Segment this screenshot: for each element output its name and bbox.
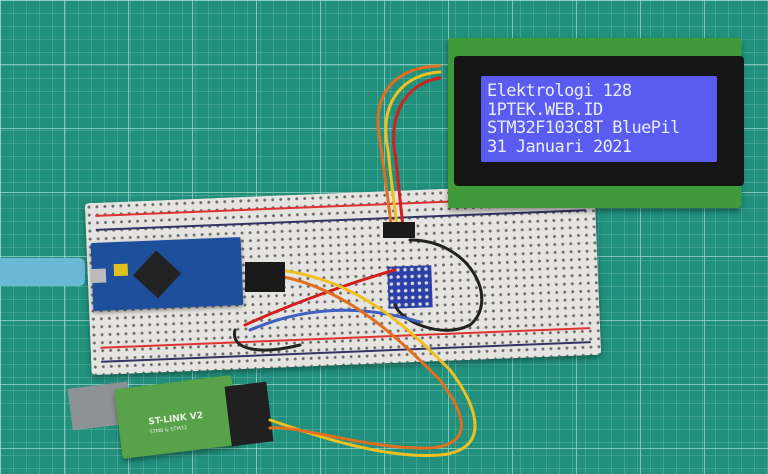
lcd-screen: Elektrologi 128 1PTEK.WEB.ID STM32F103C8…: [481, 76, 717, 162]
lcd-line-2: 1PTEK.WEB.ID: [487, 99, 603, 120]
wire-header-bluepill: [245, 262, 285, 292]
wire-yellow: [384, 70, 442, 237]
wire-blue: [248, 308, 422, 332]
wire-yellow-2: [268, 268, 477, 458]
lcd-line-1: Elektrologi 128: [487, 81, 632, 101]
lcd-line-3: STM32F103C8T BluePil: [487, 118, 680, 138]
wire-black-2: [233, 328, 302, 352]
wire-red: [392, 76, 442, 237]
lcd-line-4: 31 Januari 2021: [487, 136, 632, 157]
wire-orange: [376, 64, 442, 237]
wire-black: [393, 238, 484, 332]
wire-orange-2: [268, 274, 463, 450]
usb-micro-cable: [0, 258, 85, 286]
wire-header-lcd: [383, 222, 415, 238]
